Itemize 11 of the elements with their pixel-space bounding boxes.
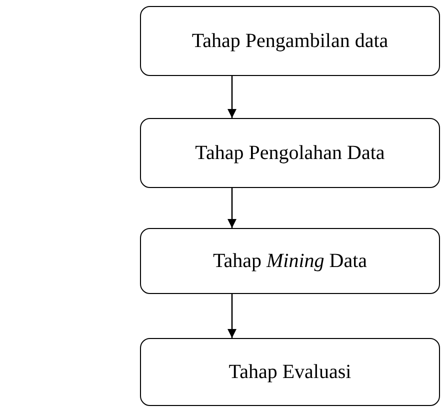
process-box [140, 338, 440, 406]
step-label: Tahap Evaluasi [228, 360, 352, 384]
step-label: Tahap Mining Data [212, 250, 368, 272]
process-box [140, 118, 440, 188]
arrow [228, 294, 236, 338]
step-label: Tahap Pengolahan Data [195, 142, 385, 164]
arrow [228, 76, 236, 118]
step-label: Tahap Pengambilan data [192, 30, 388, 52]
process-box [140, 228, 440, 294]
arrow [228, 188, 236, 228]
process-box [140, 6, 440, 76]
